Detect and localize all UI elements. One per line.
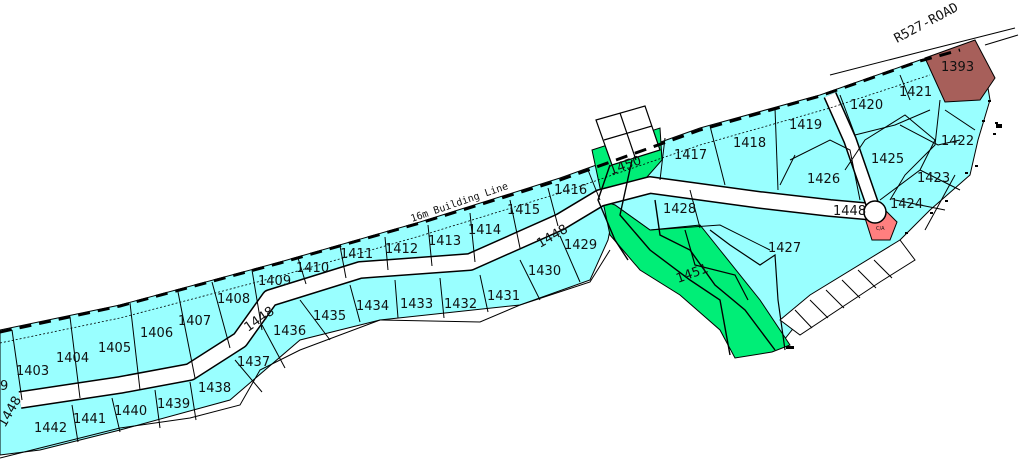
plot-label: 1408 (217, 292, 250, 307)
plot-label: 1414 (468, 223, 501, 238)
plot-label: 1433 (400, 297, 433, 312)
plot-label: 1420 (850, 98, 883, 113)
road-plot-label: 1448 (833, 204, 866, 219)
plot-label: 1429 (564, 238, 597, 253)
plot-label: 1410 (296, 261, 329, 276)
road-boundary-dashed (0, 48, 961, 334)
plot-label: 1393 (941, 60, 974, 75)
edge-fragment-label: 9 (0, 379, 8, 394)
small-plots-strip (779, 239, 916, 336)
plot-label: 1426 (807, 172, 840, 187)
plot-label: 1425 (871, 152, 904, 167)
road-label: R527-ROAD (892, 0, 961, 46)
plot-label: 1417 (674, 148, 707, 163)
plot-boundaries (11, 74, 911, 401)
plot-label: 1427 (768, 241, 801, 256)
special-plot-label: C/A (876, 226, 885, 232)
plot-label: 1407 (178, 314, 211, 329)
plot-label: 1438 (198, 381, 231, 396)
plot-label: 1436 (273, 324, 306, 339)
plot-label: 1416 (554, 183, 587, 198)
plot-label: 1406 (140, 326, 173, 341)
plot-label: 1413 (428, 234, 461, 249)
plot-label: 1430 (528, 264, 561, 279)
plot-label: 1411 (340, 247, 373, 262)
plot-label: 1440 (114, 404, 147, 419)
plot-label: 1424 (890, 197, 923, 212)
plot-label: 1428 (663, 202, 696, 217)
plot-label: 1435 (313, 309, 346, 324)
plot-label: 1441 (73, 412, 106, 427)
stream-line (597, 164, 629, 261)
plot-label: 1423 (917, 171, 950, 186)
plot-labels: 1393 1403 1404 1405 1406 1407 1408 1409 … (16, 60, 974, 436)
north-arrow-line (984, 34, 1019, 46)
plot-label: 1437 (237, 355, 270, 370)
plot-label: 1409 (258, 274, 291, 289)
building-line (0, 74, 931, 344)
plot-label: 1415 (507, 203, 540, 218)
plot-label: 1422 (941, 134, 974, 149)
plot-label: 1419 (789, 118, 822, 133)
plot-label: 1412 (385, 242, 418, 257)
plot-label: 1442 (34, 421, 67, 436)
plot-label: 1404 (56, 351, 89, 366)
plot-label: 1431 (487, 289, 520, 304)
plot-label: 1434 (356, 299, 389, 314)
plot-label: 1403 (16, 364, 49, 379)
plot-label: 1439 (157, 397, 190, 412)
plot-label: 1421 (899, 85, 932, 100)
plot-label: 1405 (98, 341, 131, 356)
plot-label: 1432 (444, 297, 477, 312)
plot-label: 1418 (733, 136, 766, 151)
turning-circle (863, 200, 887, 224)
